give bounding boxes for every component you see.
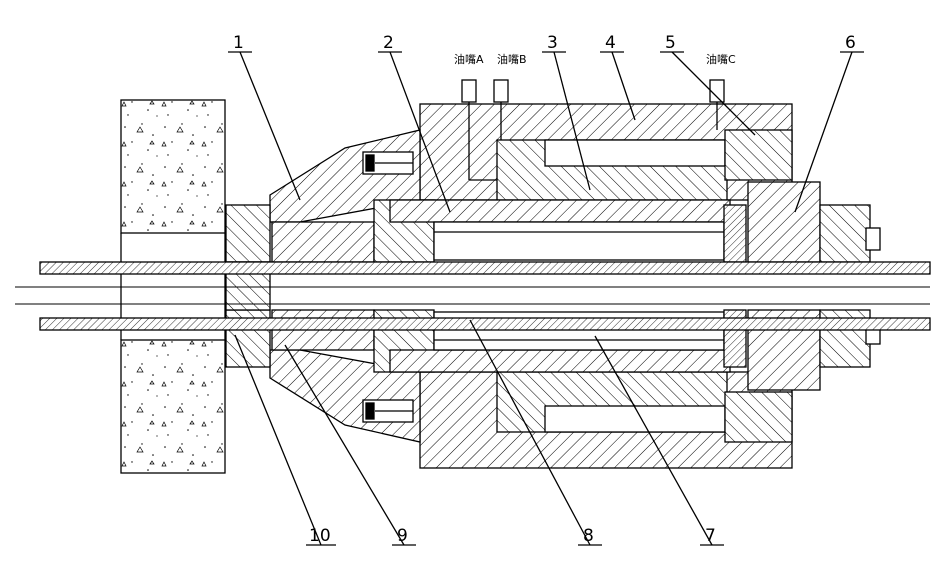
nozzle-label-c: 油嘴C — [706, 52, 736, 66]
steel-strands — [15, 261, 931, 331]
oil-nozzle-a — [461, 79, 497, 181]
oil-nozzle-b — [493, 79, 509, 140]
bolt-bottom — [362, 399, 414, 423]
leader-lines — [228, 51, 864, 546]
nozzle-label-a: 油嘴A — [454, 52, 484, 66]
concrete-wall — [120, 99, 226, 474]
callout-3: 3 — [547, 33, 558, 53]
bolt-top — [362, 151, 414, 175]
conical-housing — [225, 129, 421, 443]
callout-5: 5 — [665, 33, 676, 53]
callout-2: 2 — [383, 33, 394, 53]
callout-10: 10 — [309, 526, 331, 546]
anchor-block — [271, 199, 435, 373]
nozzle-label-b: 油嘴B — [497, 52, 527, 66]
callout-4: 4 — [605, 33, 616, 53]
callout-7: 7 — [705, 526, 716, 546]
oil-nozzle-c — [709, 79, 725, 130]
outer-cylinder — [419, 103, 793, 469]
piston-tube — [389, 199, 731, 373]
end-cap — [723, 181, 881, 391]
callout-9: 9 — [397, 526, 408, 546]
callout-6: 6 — [845, 33, 856, 53]
callout-1: 1 — [233, 33, 244, 53]
callout-8: 8 — [583, 526, 594, 546]
